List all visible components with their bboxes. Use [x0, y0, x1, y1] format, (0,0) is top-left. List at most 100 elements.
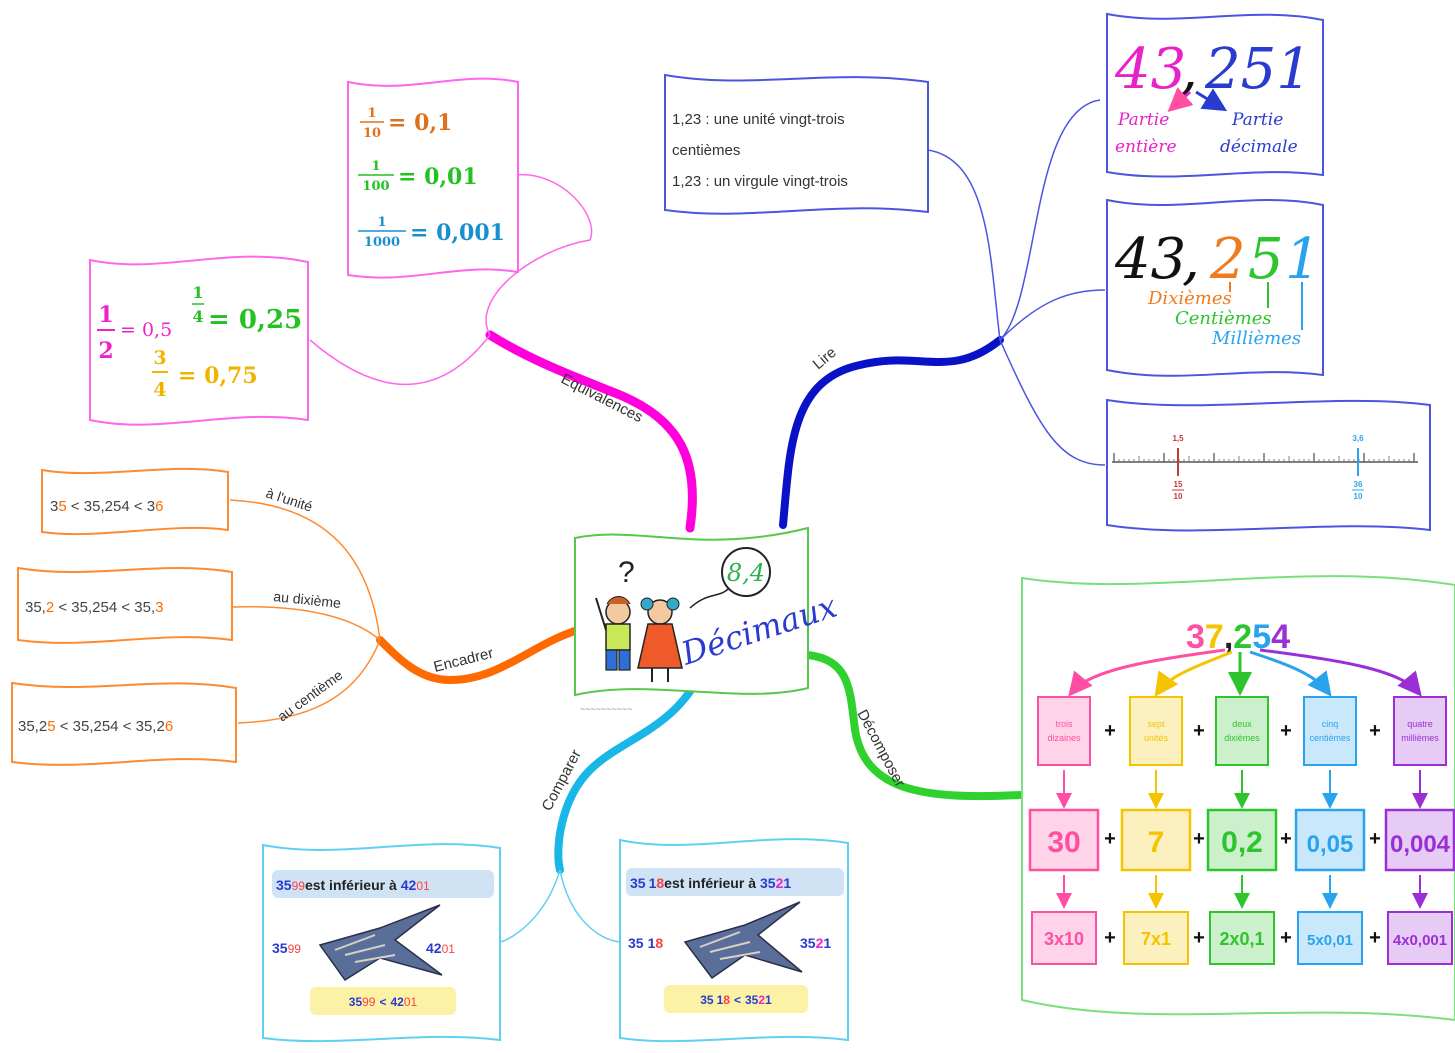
center-node: ~~~~~~~~~~ ? 8,4 Décimaux: [574, 526, 841, 714]
decomposer-number: 37,254: [1186, 618, 1290, 656]
svg-text:4: 4: [192, 307, 203, 326]
svg-text:10: 10: [1354, 492, 1363, 501]
center-badge: 8,4: [727, 559, 765, 587]
branch-label-lire: Lire: [810, 344, 840, 373]
parts-integer: 43: [1114, 37, 1186, 102]
svg-text:3: 3: [153, 347, 166, 369]
decomposer-product-box: [1123, 911, 1189, 965]
decomposer-word: millièmes: [1401, 733, 1439, 743]
parts-label-decimal: décimale: [1220, 137, 1298, 157]
svg-text:1000: 1000: [364, 235, 400, 250]
ruler-ticks: [1113, 453, 1415, 462]
badge-circle: [721, 547, 771, 597]
svg-text:35 < 35,254 < 36: 35 < 35,254 < 36: [50, 498, 163, 515]
crocodile-icon: [683, 901, 803, 980]
plus-sign: +: [1369, 720, 1381, 742]
decomposer-product: 5x0,01: [1307, 932, 1353, 949]
decomposer-card: 37,254 troisdizaines303x10+++septunités7…: [1021, 575, 1455, 1022]
kids-illustration: ?: [595, 556, 733, 682]
svg-text:Partie: Partie: [1117, 110, 1169, 130]
decomposer-product-box: [1387, 911, 1453, 965]
svg-text:3521: 3521: [800, 935, 831, 951]
decomposer-value-box: [1028, 808, 1100, 872]
svg-text:15: 15: [1174, 480, 1183, 489]
places-digit-tenths: 2: [1209, 227, 1246, 292]
lire-line-2: centièmes: [672, 142, 740, 159]
ruler-mark-1-decimal: 1,5: [1172, 434, 1184, 443]
plus-sign: +: [1280, 927, 1292, 949]
decomposer-grid: troisdizaines303x10+++septunités77x1+++d…: [1028, 696, 1455, 965]
decomposer-word-box: [1215, 696, 1269, 766]
crocodile-icon: [318, 904, 443, 982]
decomposer-product-box: [1297, 911, 1363, 965]
lire-card-ruler: 1,5 15 10 3,6 36 10: [1106, 398, 1431, 532]
encadrer-card-unit: 35 < 35,254 < 36: [41, 467, 229, 536]
plus-sign: +: [1280, 720, 1292, 742]
decomposer-word: dizaines: [1047, 733, 1081, 743]
plus-sign: +: [1193, 828, 1205, 850]
decomposer-word-box: [1303, 696, 1357, 766]
decomposer-word-box: [1393, 696, 1447, 766]
branch-encadrer: Encadrer à l'unité au dixième au centièm…: [229, 485, 582, 725]
decomposer-product: 4x0,001: [1393, 932, 1447, 949]
svg-text:1: 1: [377, 215, 386, 230]
decomposer-word: trois: [1055, 719, 1073, 729]
decomposer-product-box: [1031, 911, 1097, 965]
equivalence-tenths: = 0,1: [388, 110, 452, 136]
encadrer-label-tenth: au dixième: [273, 588, 342, 611]
decomposer-word: dixièmes: [1224, 733, 1260, 743]
svg-text:1: 1: [192, 283, 203, 302]
decomposer-value: 7: [1148, 826, 1165, 859]
plus-sign: +: [1104, 720, 1116, 742]
decomposer-word: sept: [1147, 719, 1165, 729]
places-label-thousandths: Millièmes: [1211, 328, 1301, 349]
lire-line-1: 1,23 : une unité vingt-trois: [672, 111, 845, 128]
ruler-mark-2-decimal: 3,6: [1352, 434, 1364, 443]
svg-text:3599<4201: 3599<4201: [349, 995, 418, 1009]
svg-text:10: 10: [363, 126, 381, 141]
credit-text: ~~~~~~~~~~: [580, 704, 633, 714]
parts-label-integer: entière: [1115, 137, 1177, 157]
places-digit-thousandths: 1: [1285, 227, 1321, 292]
parts-decimal: 251: [1204, 37, 1312, 102]
decomposer-product: 7x1: [1141, 929, 1171, 949]
svg-text:36: 36: [1354, 480, 1363, 489]
parts-comma: ,: [1180, 37, 1198, 102]
svg-text:3599: 3599: [272, 940, 301, 956]
places-label-tenths: Dixièmes: [1147, 288, 1232, 309]
svg-text:35,2 < 35,254 < 35,3: 35,2 < 35,254 < 35,3: [25, 599, 163, 616]
decomposer-value: 0,2: [1221, 826, 1263, 859]
svg-text:1: 1: [371, 159, 380, 174]
lire-card-parts: 43 , 251 Partie entière Partie décimale: [1106, 12, 1324, 178]
decomposer-word: cinq: [1322, 719, 1339, 729]
encadrer-card-hundredth: 35,25 < 35,254 < 35,26: [11, 681, 237, 766]
lire-line-3: 1,23 : un virgule vingt-trois: [672, 173, 848, 190]
svg-text:,: ,: [1182, 227, 1200, 292]
places-digit-hundredths: 5: [1248, 227, 1284, 292]
decomposer-value: 0,004: [1390, 831, 1451, 858]
decomposer-word: quatre: [1407, 719, 1433, 729]
encadrer-label-hundredth: au centième: [274, 667, 345, 725]
plus-sign: +: [1369, 828, 1381, 850]
equivalence-three-quarters: = 0,75: [178, 363, 258, 389]
decomposer-word: unités: [1144, 733, 1169, 743]
decomposer-product: 2x0,1: [1219, 929, 1264, 949]
decomposer-product-box: [1209, 911, 1275, 965]
plus-sign: +: [1193, 720, 1205, 742]
svg-text:Partie: Partie: [1231, 110, 1283, 130]
svg-text:35,25 < 35,254 < 35,26: 35,25 < 35,254 < 35,26: [18, 718, 173, 735]
decomposer-word: deux: [1232, 719, 1252, 729]
decomposer-word-box: [1037, 696, 1091, 766]
svg-text:10: 10: [1174, 492, 1183, 501]
decomposer-product: 3x10: [1044, 929, 1084, 949]
svg-text:1: 1: [367, 106, 376, 121]
equivalence-hundredths: = 0,01: [398, 164, 478, 190]
